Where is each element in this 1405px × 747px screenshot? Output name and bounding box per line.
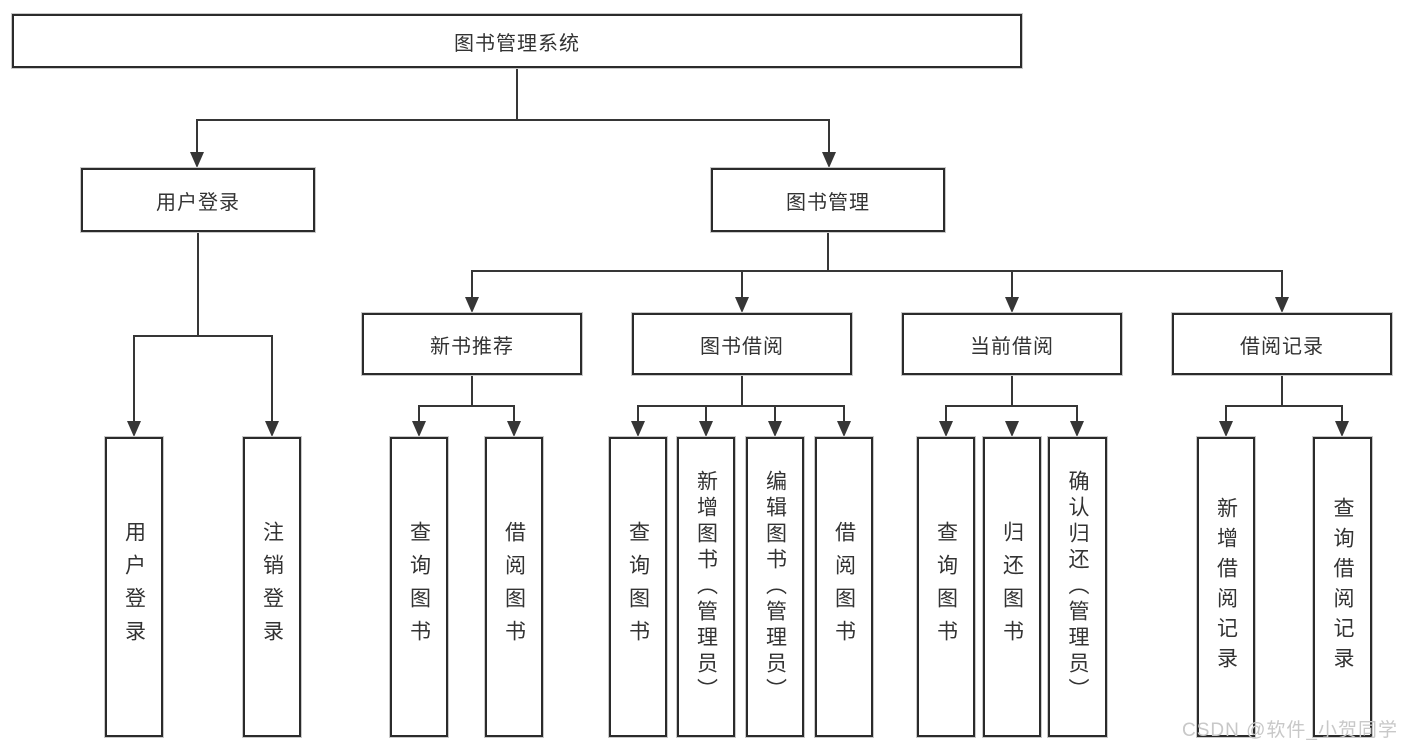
leaf-cb-confirm-return-admin-label: 确认归还（管理员） (1066, 470, 1089, 704)
node-current-borrow-label: 当前借阅 (970, 335, 1054, 358)
node-borrow-records-label: 借阅记录 (1240, 335, 1324, 358)
node-book-management: 图书管理 (711, 168, 945, 232)
leaf-bb-add-books-admin: 新增图书（管理员） (677, 437, 735, 737)
leaf-bb-add-books-admin-label: 新增图书（管理员） (694, 470, 718, 704)
leaf-cb-query-books: 查询图书 (917, 437, 975, 737)
leaf-br-query-record: 查询借阅记录 (1313, 437, 1372, 737)
leaf-rec-borrow-books-label: 借阅图书 (502, 521, 526, 653)
leaf-bb-edit-books-admin-label: 编辑图书（管理员） (763, 470, 787, 704)
leaf-rec-query-books: 查询图书 (390, 437, 448, 737)
node-user-login: 用户登录 (81, 168, 315, 232)
node-book-borrow: 图书借阅 (632, 313, 852, 375)
leaf-cb-query-books-label: 查询图书 (934, 521, 958, 653)
leaf-user-login: 用户登录 (105, 437, 163, 737)
node-book-borrow-label: 图书借阅 (700, 335, 784, 358)
leaf-bb-query-books: 查询图书 (609, 437, 667, 737)
leaf-br-add-record: 新增借阅记录 (1197, 437, 1255, 737)
leaf-logout-label: 注销登录 (260, 521, 284, 653)
node-book-management-label: 图书管理 (786, 191, 870, 214)
leaf-bb-edit-books-admin: 编辑图书（管理员） (746, 437, 804, 737)
node-new-book-recommend: 新书推荐 (362, 313, 582, 375)
leaf-bb-borrow-books: 借阅图书 (815, 437, 873, 737)
arrowheads (127, 152, 1349, 437)
leaf-bb-query-books-label: 查询图书 (626, 521, 650, 653)
node-root: 图书管理系统 (12, 14, 1022, 68)
leaf-br-query-record-label: 查询借阅记录 (1331, 497, 1354, 677)
leaf-cb-confirm-return-admin: 确认归还（管理员） (1048, 437, 1107, 737)
leaf-logout: 注销登录 (243, 437, 301, 737)
node-root-label: 图书管理系统 (454, 32, 580, 55)
node-new-book-recommend-label: 新书推荐 (430, 335, 514, 358)
node-current-borrow: 当前借阅 (902, 313, 1122, 375)
leaf-br-add-record-label: 新增借阅记录 (1214, 497, 1238, 677)
leaf-cb-return-books: 归还图书 (983, 437, 1041, 737)
leaf-rec-query-books-label: 查询图书 (407, 521, 431, 653)
leaf-rec-borrow-books: 借阅图书 (485, 437, 543, 737)
leaf-user-login-label: 用户登录 (122, 521, 146, 653)
leaf-cb-return-books-label: 归还图书 (1000, 521, 1024, 653)
node-borrow-records: 借阅记录 (1172, 313, 1392, 375)
node-user-login-label: 用户登录 (156, 191, 240, 214)
leaf-bb-borrow-books-label: 借阅图书 (832, 521, 856, 653)
